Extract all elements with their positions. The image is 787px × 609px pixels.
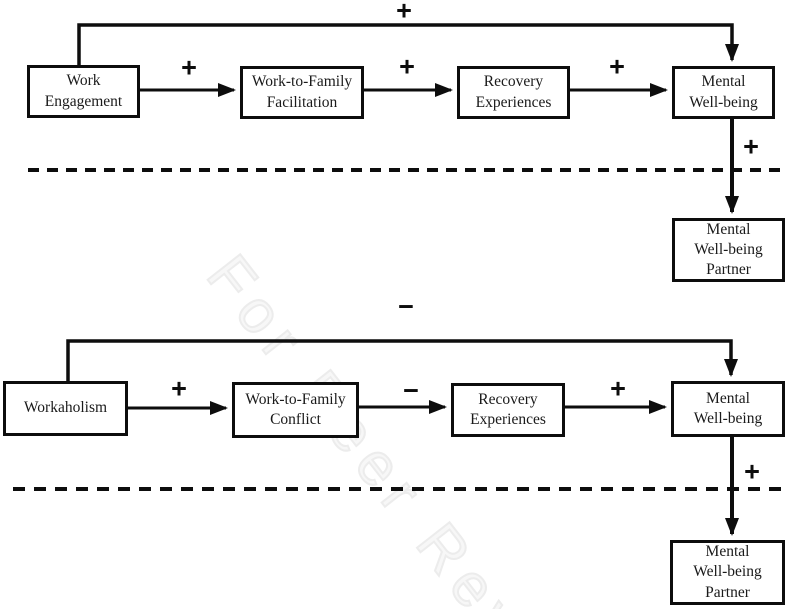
box-work-engagement: Work Engagement [27, 65, 140, 118]
sign-recovery-to-wellbeing-top: + [609, 51, 625, 82]
sign-wellbeing-to-partner-bottom: + [744, 456, 760, 487]
arrow-workaholism-to-wellbeing-direct [66, 339, 738, 381]
box-workaholism: Workaholism [3, 381, 128, 436]
sign-workaholism-to-conflict: + [171, 373, 187, 404]
box-mental-wellbeing-partner-bottom: Mental Well-being Partner [670, 540, 785, 605]
box-recovery-experiences-top: Recovery Experiences [457, 66, 570, 119]
sign-facilitation-to-recovery: + [399, 51, 415, 82]
sign-recovery-to-wellbeing-bottom: + [610, 373, 626, 404]
sign-wellbeing-to-partner-top: + [743, 131, 759, 162]
sign-engagement-to-wellbeing-direct: + [396, 0, 412, 26]
box-mental-wellbeing-partner-top: Mental Well-being Partner [672, 218, 785, 282]
box-work-to-family-conflict: Work-to-Family Conflict [232, 382, 359, 438]
arrow-engagement-to-wellbeing-direct [77, 23, 739, 65]
box-work-to-family-facilitation: Work-to-Family Facilitation [240, 66, 364, 119]
sign-conflict-to-recovery: − [403, 375, 419, 406]
box-mental-wellbeing-bottom: Mental Well-being [671, 381, 785, 437]
box-mental-wellbeing-top: Mental Well-being [672, 66, 775, 119]
sign-workaholism-to-wellbeing-direct: − [398, 291, 414, 322]
box-recovery-experiences-bottom: Recovery Experiences [451, 383, 565, 437]
sign-engagement-to-facilitation: + [181, 52, 197, 83]
